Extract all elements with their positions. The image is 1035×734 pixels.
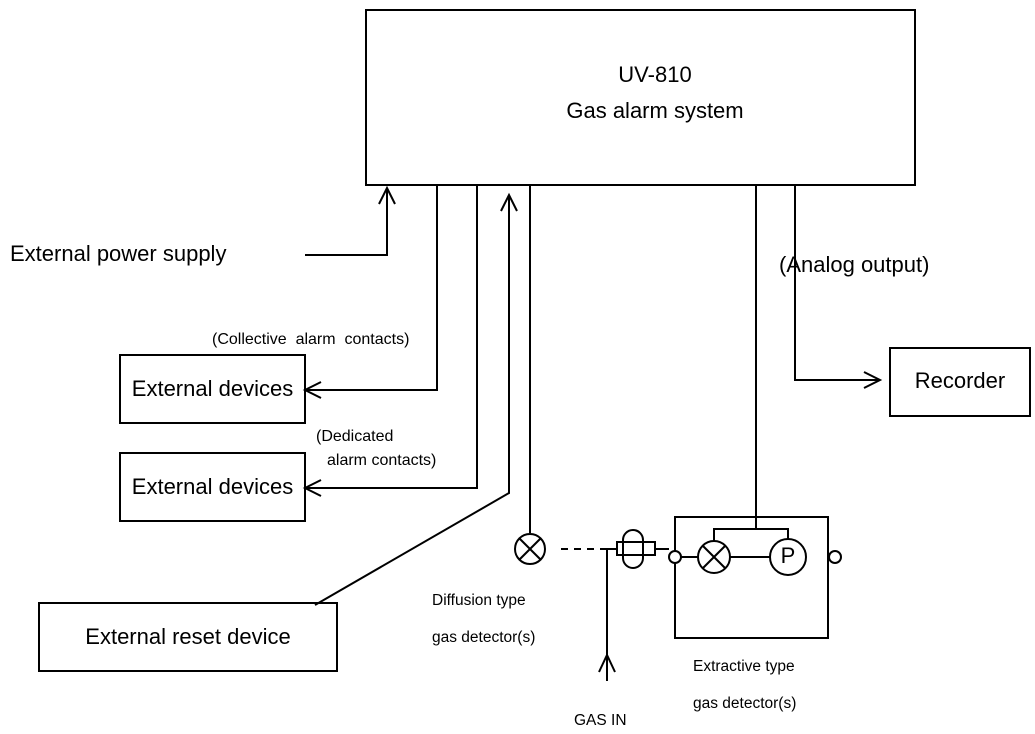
dedicated-alarm-line xyxy=(305,185,478,489)
analog-output-line xyxy=(794,185,880,381)
external-devices-2-box xyxy=(119,452,306,522)
external-devices-1-label: External devices xyxy=(131,376,294,401)
filter-symbol xyxy=(622,529,644,569)
external-reset-device-box xyxy=(38,602,338,672)
diffusion-detector-label-line2: gas detector(s) xyxy=(432,629,536,646)
diffusion-detector-symbol xyxy=(514,533,546,565)
power-supply-line xyxy=(305,188,388,256)
main-unit-model: UV-810 xyxy=(618,62,692,87)
extractive-outlet-port xyxy=(828,550,842,564)
collective-alarm-contacts-label: (Collective alarm contacts) xyxy=(212,331,410,348)
recorder-label: Recorder xyxy=(914,368,1006,393)
dedicated-alarm-contacts-line2: alarm contacts) xyxy=(327,452,437,469)
diffusion-detector-label-line1: Diffusion type xyxy=(432,592,526,609)
dedicated-alarm-contacts-line1: (Dedicated xyxy=(316,428,394,445)
external-power-supply-label: External power supply xyxy=(10,241,227,266)
external-devices-2-label: External devices xyxy=(131,474,294,499)
gas-in-label: GAS IN xyxy=(574,712,627,729)
collective-alarm-line xyxy=(305,185,438,391)
gas-in-line xyxy=(606,548,617,681)
extractive-unit-box xyxy=(674,516,829,639)
extractive-signal-bracket xyxy=(713,528,789,541)
reset-line xyxy=(314,195,510,606)
external-reset-device-label: External reset device xyxy=(85,624,291,649)
recorder-box xyxy=(889,347,1031,417)
external-devices-1-box xyxy=(119,354,306,424)
main-unit-box xyxy=(365,9,916,186)
extractive-detector-cross-b xyxy=(702,545,726,569)
main-unit-name: Gas alarm system xyxy=(566,98,744,123)
analog-output-label: (Analog output) xyxy=(779,252,930,277)
reset-arrowhead xyxy=(500,192,518,212)
pump-symbol-label: P xyxy=(780,543,796,568)
diffusion-detector-cross-b xyxy=(518,537,542,561)
power-supply-arrowhead xyxy=(378,185,396,205)
gas-in-arrowhead xyxy=(598,652,616,673)
analog-output-arrowhead xyxy=(863,371,883,389)
extractive-detector-label-line1: Extractive type xyxy=(693,658,795,675)
extractive-detector-label-line2: gas detector(s) xyxy=(693,695,797,712)
extractive-inlet-port xyxy=(668,550,682,564)
